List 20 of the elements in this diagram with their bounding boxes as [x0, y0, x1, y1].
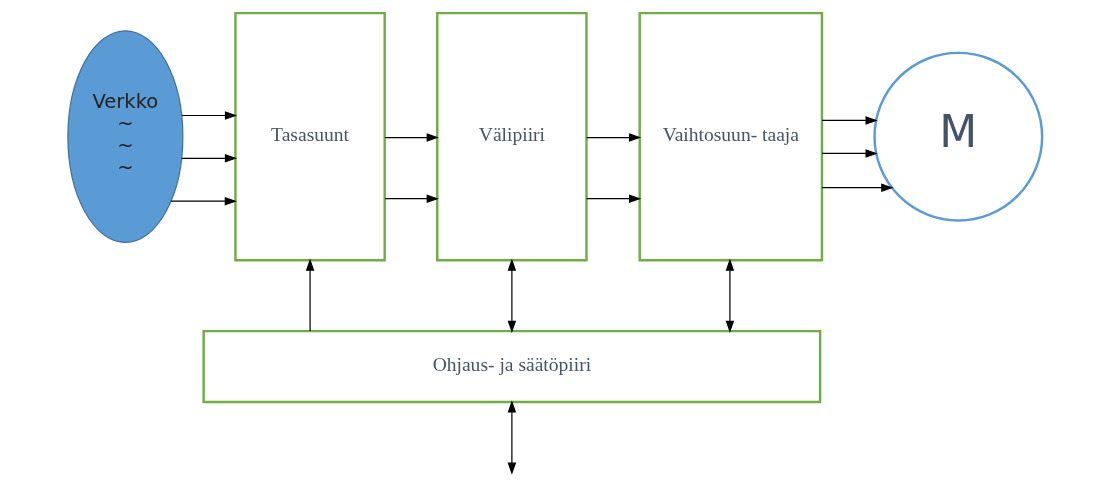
arrow [180, 111, 237, 120]
arrow [507, 258, 516, 333]
arrow [384, 133, 439, 142]
arrow [820, 149, 878, 158]
node-circle: M [872, 51, 1043, 222]
arrow [820, 116, 878, 125]
arrow [180, 154, 237, 163]
arrow [384, 194, 439, 203]
arrow [725, 258, 734, 333]
node-box: Vaihtosuun- taaja [637, 11, 823, 262]
arrow [585, 194, 641, 203]
node-box: Tasasuunt [233, 11, 386, 262]
arrow [820, 183, 893, 192]
arrow [585, 133, 641, 142]
node-ellipse: Verkko ~ ~ ~ [66, 30, 183, 244]
arrow [507, 400, 516, 475]
arrow [169, 196, 237, 206]
node-box: Ohjaus- ja säätöpiiri [201, 329, 821, 404]
arrow [305, 258, 314, 332]
node-box: Välipiiri [435, 11, 588, 262]
